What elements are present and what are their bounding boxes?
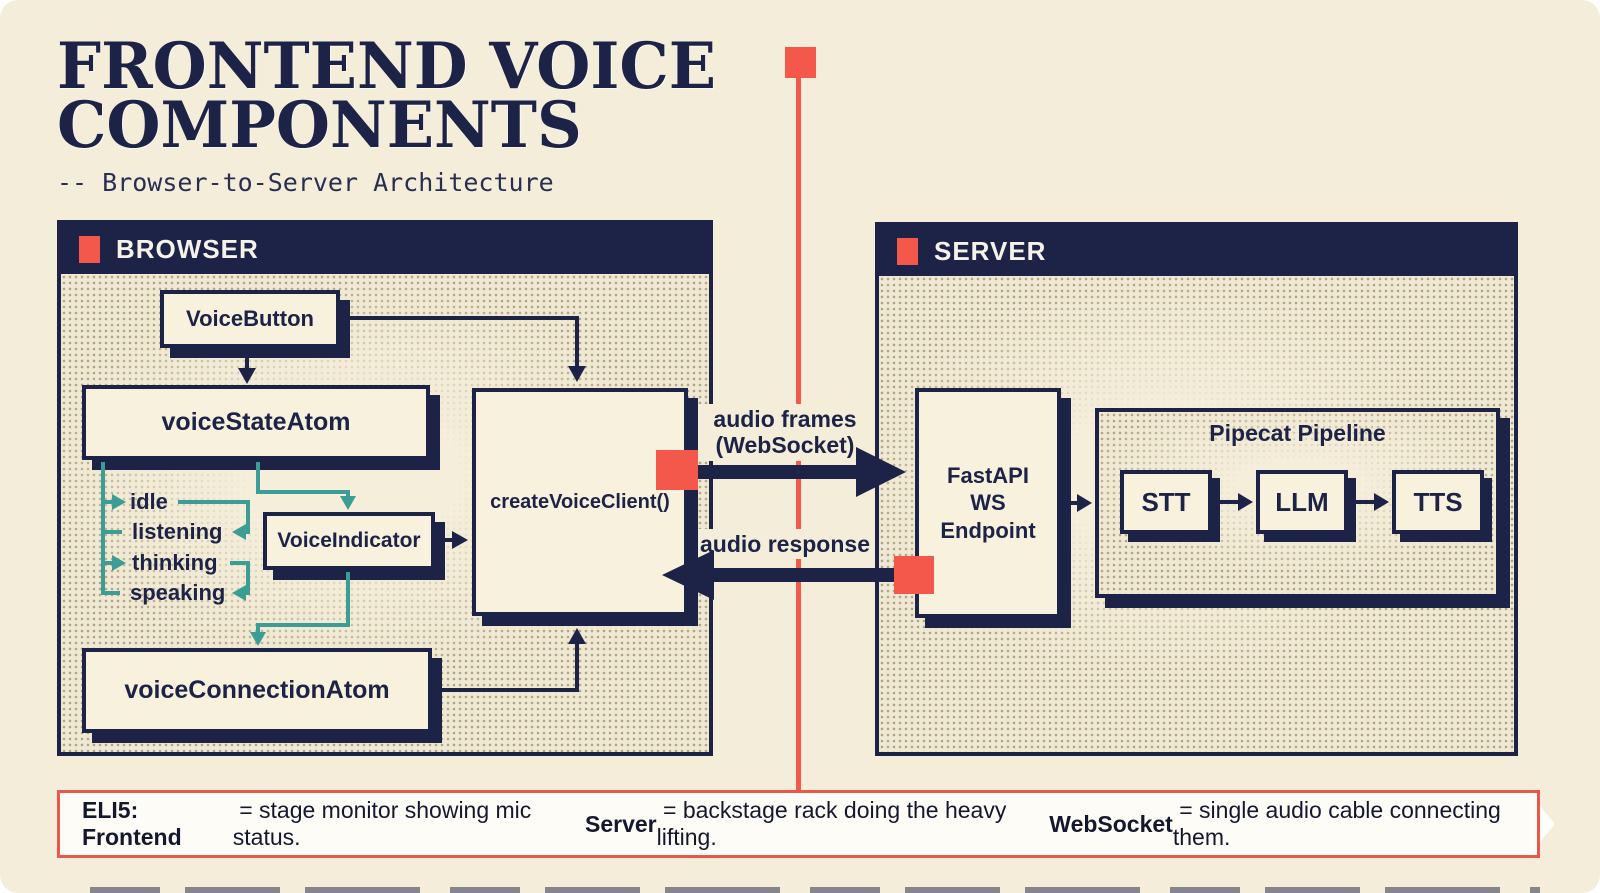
node-llm: LLM [1256,470,1348,534]
node-voice-state-atom: voiceStateAtom [82,385,430,460]
pipecat-pipeline-title: Pipecat Pipeline [1209,420,1386,446]
node-voice-connection-atom: voiceConnectionAtom [82,648,432,733]
page-title-line1: FRONTEND VOICE [57,29,717,104]
chevron-right-icon [1540,806,1555,842]
red-square-icon [79,235,100,263]
state-listening: listening [132,519,223,544]
state-thinking: thinking [132,550,218,575]
eli5-bold-websocket: WebSocket [1049,810,1173,837]
red-square-icon [897,237,918,265]
eli5-text-1: = stage monitor showing mic status. [232,797,538,850]
fastapi-line1: FastAPI [947,462,1029,488]
node-create-voice-client: createVoiceClient() [472,388,688,616]
eli5-footer: ELI5: Frontend = stage monitor showing m… [57,790,1540,858]
state-idle: idle [130,489,168,514]
bottom-crop-artifact [90,887,1540,893]
eli5-text-2: = backstage rack doing the heavy lifting… [656,797,1013,850]
eli5-text-3: = single audio cable connecting them. [1172,797,1508,850]
eli5-bold-server: Server [585,810,657,837]
fastapi-line2: WS [970,490,1006,516]
server-panel-header: SERVER [879,226,1514,276]
page-subtitle: -- Browser-to-Server Architecture [57,168,554,197]
node-stt: STT [1120,470,1212,534]
node-voice-button: VoiceButton [160,290,340,348]
server-panel-label: SERVER [934,235,1047,266]
eli5-bold-frontend: ELI5: Frontend [82,797,182,850]
state-speaking: speaking [130,580,226,605]
node-fastapi-ws-endpoint: FastAPI WS Endpoint [915,388,1061,618]
browser-panel-header: BROWSER [61,224,709,274]
node-voice-indicator: VoiceIndicator [263,512,435,570]
label-audio-frames: audio frames (WebSocket) [695,404,875,461]
page-title-line2: COMPONENTS [57,87,582,163]
label-audio-response: audio response [695,529,875,560]
node-tts: TTS [1392,470,1484,534]
divider-top-square [785,47,816,78]
browser-panel-label: BROWSER [116,233,259,264]
label-audio-frames-line1: audio frames [713,406,857,432]
label-audio-frames-line2: (WebSocket) [715,432,855,459]
page-title: FRONTEND VOICE COMPONENTS [57,29,717,163]
fastapi-line3: Endpoint [940,517,1036,543]
